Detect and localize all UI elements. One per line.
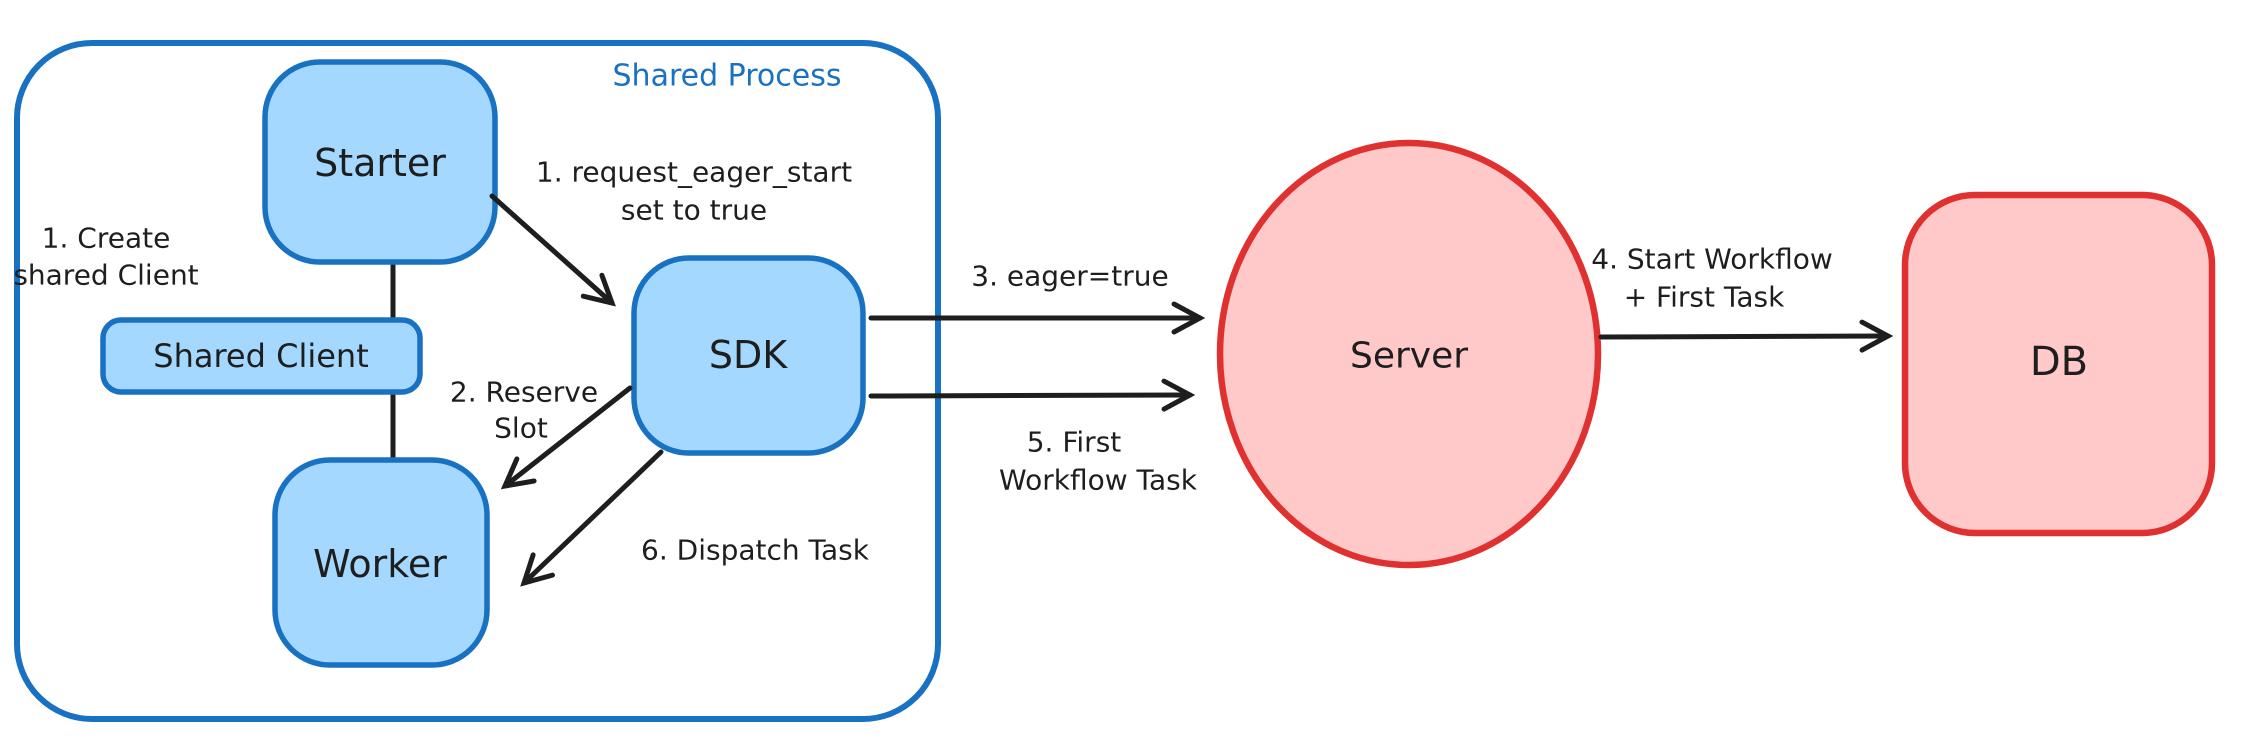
shared-process-label: Shared Process — [613, 59, 842, 94]
annotation-request-eager-start-line1: 1. request_eager_start — [536, 156, 852, 189]
annotation-request-eager-start-line2: set to true — [621, 194, 767, 227]
worker-node — [272, 457, 490, 668]
annotation-dispatch-task: 6. Dispatch Task — [641, 534, 870, 567]
annotation-start-workflow-line2: + First Task — [1624, 281, 1785, 314]
annotation-create-shared-client-line1: 1. Create — [42, 222, 171, 255]
arrow-request-eager-start — [489, 193, 616, 307]
arrow-reserve-slot — [500, 385, 633, 490]
sdk-node — [631, 255, 866, 456]
worker-label: Worker — [313, 542, 447, 586]
annotation-start-workflow-line1: 4. Start Workflow — [1591, 243, 1833, 276]
server-node — [1216, 139, 1602, 569]
server-label: Server — [1350, 336, 1468, 377]
arrow-first-workflow-task — [868, 378, 1196, 412]
shared-client-node — [100, 317, 423, 395]
arrow-dispatch-task — [520, 449, 664, 587]
annotation-first-workflow-task-line1: 5. First — [1027, 426, 1122, 459]
annotation-first-workflow-task-line2: Workflow Task — [999, 464, 1198, 497]
shared-process-container — [14, 40, 941, 722]
db-label: DB — [2030, 339, 2088, 385]
sdk-label: SDK — [709, 333, 788, 377]
annotation-reserve-slot-line1: 2. Reserve — [450, 376, 598, 409]
shared-client-label: Shared Client — [153, 337, 368, 375]
annotation-create-shared-client-line2: shared Client — [13, 259, 198, 292]
db-node — [1901, 191, 2216, 537]
starter-label: Starter — [314, 141, 446, 185]
annotation-eager-true: 3. eager=true — [971, 260, 1168, 293]
annotation-reserve-slot-line2: Slot — [494, 412, 548, 445]
arrow-start-workflow — [1598, 319, 1894, 353]
starter-node — [262, 59, 498, 265]
